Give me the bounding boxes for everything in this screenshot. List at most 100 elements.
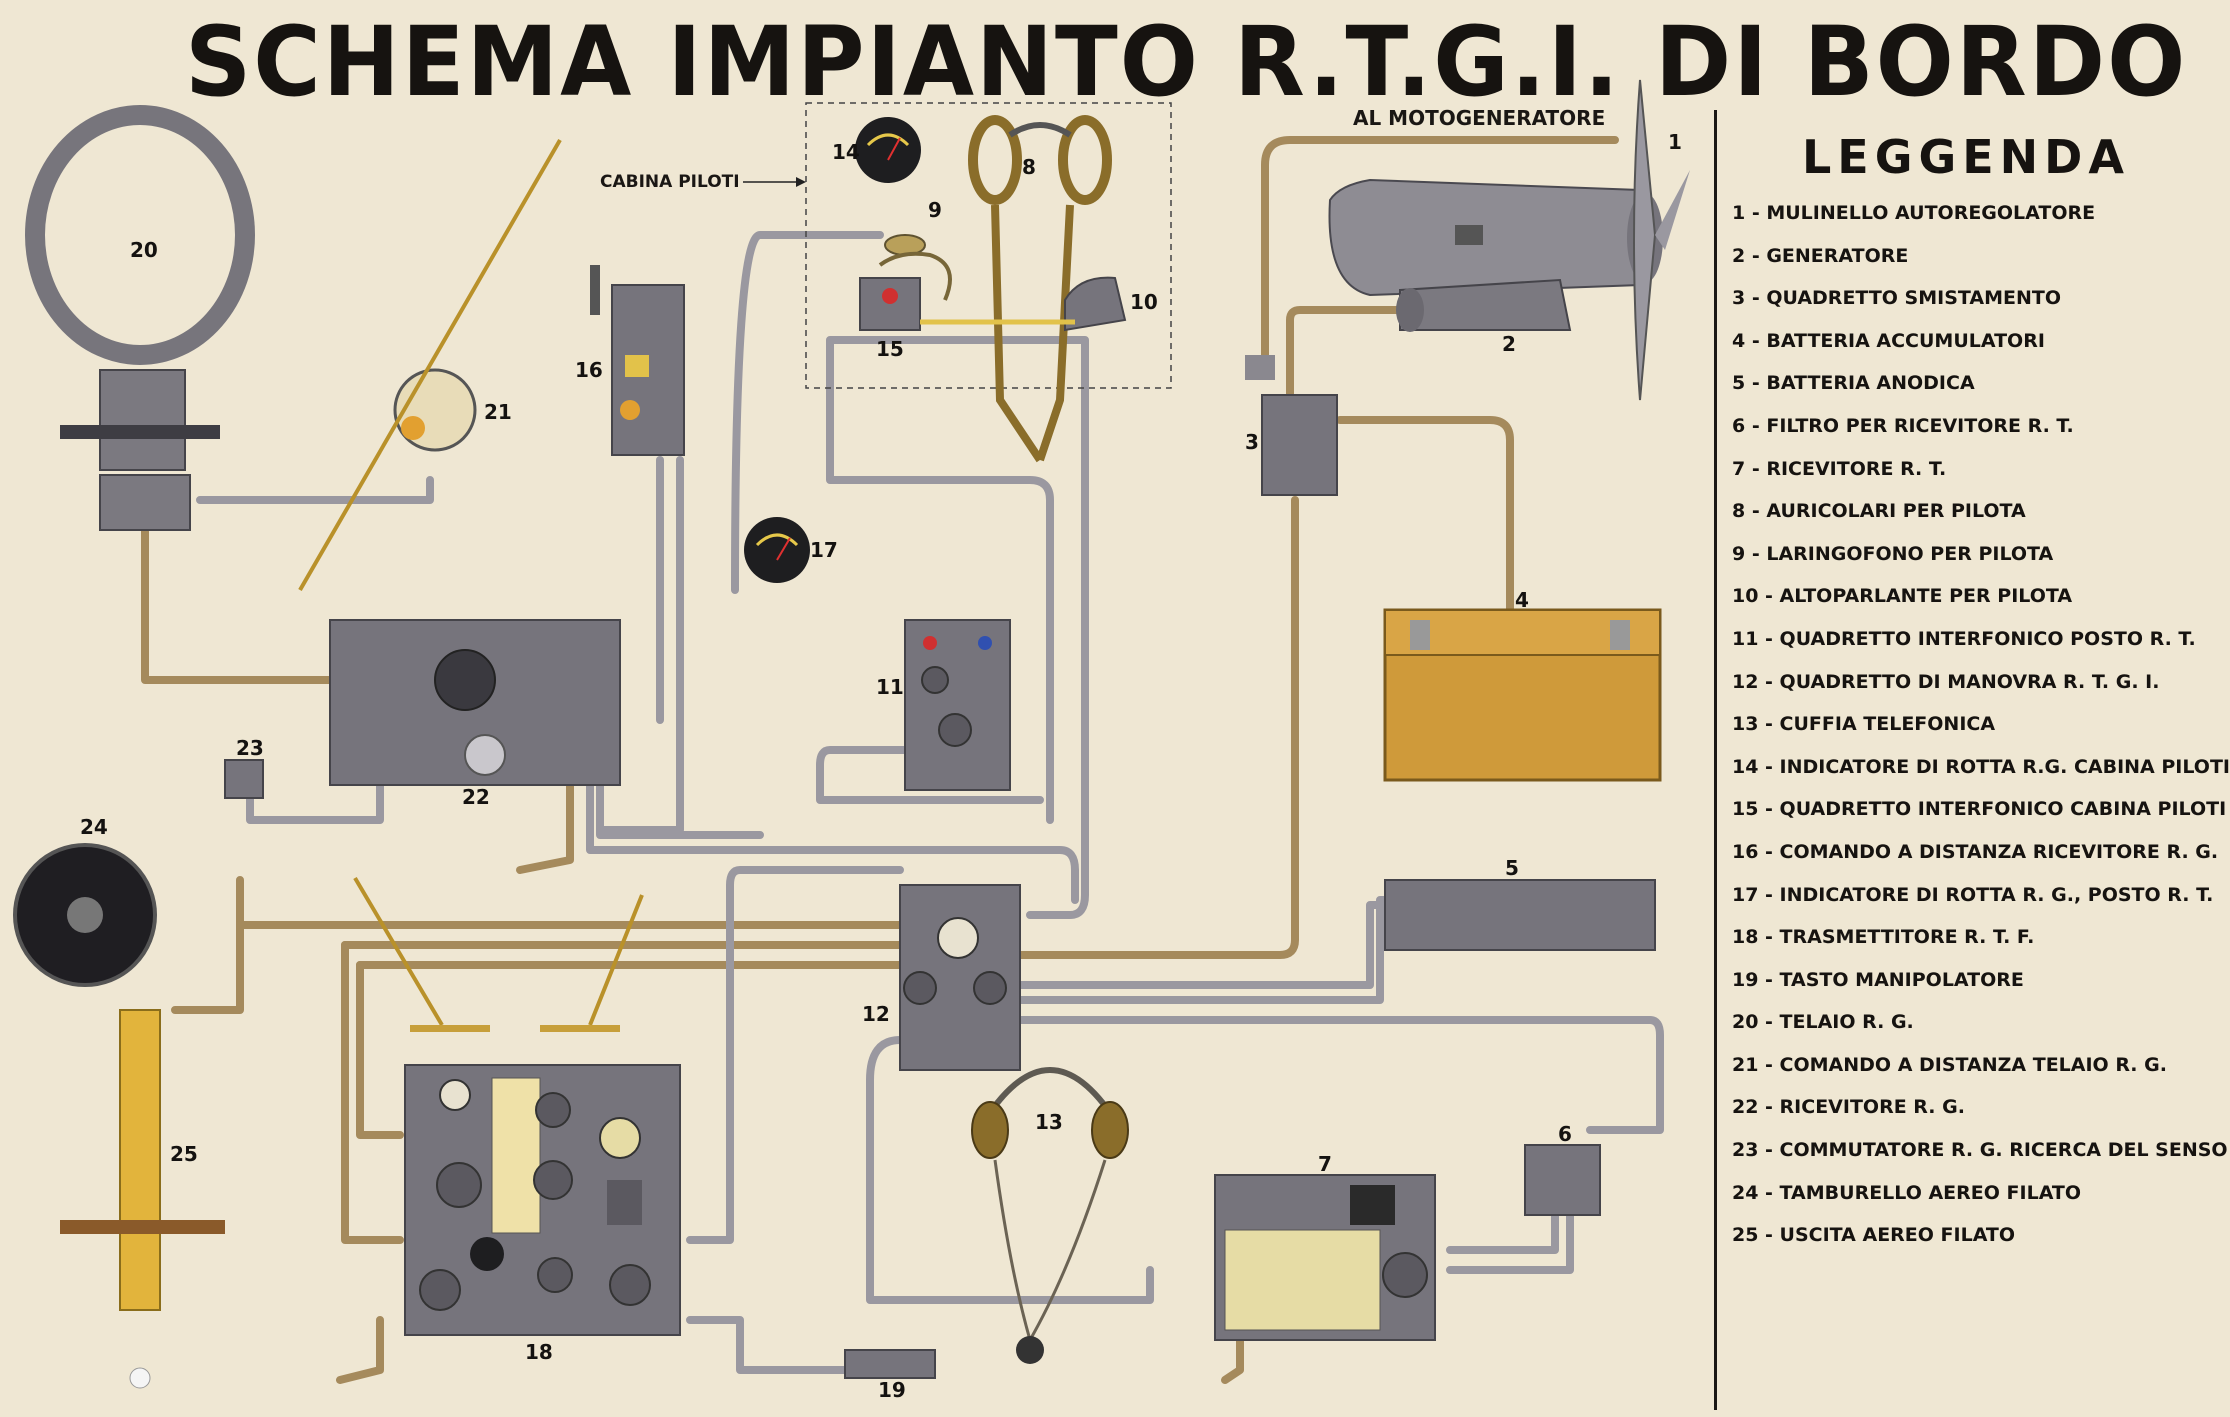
cable-16-12 bbox=[596, 456, 684, 834]
callout-3: 3 bbox=[1245, 430, 1259, 454]
cable-2-3 bbox=[1286, 306, 1404, 399]
page-title: SCHEMA IMPIANTO R.T.G.I. DI BORDO bbox=[185, 6, 2188, 119]
legend-item: 15 - QUADRETTO INTERFONICO CABINA PILOTI bbox=[1732, 798, 2227, 821]
legend-item: 13 - CUFFIA TELEFONICA bbox=[1732, 713, 1996, 736]
legend-item: 12 - QUADRETTO DI MANOVRA R. T. G. I. bbox=[1732, 670, 2160, 693]
tasto-manipolatore bbox=[844, 1349, 936, 1379]
cables bbox=[141, 136, 1664, 1384]
legend-item: 10 - ALTOPARLANTE PER PILOTA bbox=[1732, 585, 2073, 608]
callout-1: 1 bbox=[1668, 130, 1682, 154]
quadretto-interfonico-cabina bbox=[859, 277, 1075, 331]
legend-item: 25 - USCITA AEREO FILATO bbox=[1732, 1224, 2016, 1247]
cable-22-12b bbox=[596, 776, 764, 839]
cable-12-15 bbox=[826, 336, 1089, 919]
legend-item: 5 - BATTERIA ANODICA bbox=[1732, 372, 1975, 395]
laringofono-pilota bbox=[878, 234, 952, 301]
label-cabina-piloti: CABINA PILOTI bbox=[600, 172, 740, 192]
ricevitore-rg bbox=[329, 619, 621, 786]
cable-19-18 bbox=[686, 1316, 854, 1374]
callout-15: 15 bbox=[876, 337, 904, 361]
cable-17-12 bbox=[731, 231, 884, 594]
callout-23: 23 bbox=[236, 736, 264, 760]
indicatore-rotta-rt bbox=[744, 517, 810, 583]
trasmettitore-rtf bbox=[404, 1064, 681, 1336]
batteria-anodica bbox=[1384, 879, 1656, 951]
legend-item: 6 - FILTRO PER RICEVITORE R. T. bbox=[1732, 414, 2074, 437]
callout-4: 4 bbox=[1515, 588, 1529, 612]
mulinello-autoregolatore bbox=[1328, 79, 1690, 401]
callout-5: 5 bbox=[1505, 856, 1519, 880]
comando-distanza-telaio bbox=[393, 368, 477, 452]
uscita-aereo bbox=[60, 1009, 225, 1389]
callout-25: 25 bbox=[170, 1142, 198, 1166]
batteria-accumulatori bbox=[1383, 608, 1662, 782]
quadretto-smistamento bbox=[1261, 394, 1338, 496]
legend-item: 8 - AURICOLARI PER PILOTA bbox=[1732, 500, 2026, 523]
comando-distanza-ricevitore bbox=[590, 265, 685, 456]
cable-24-25 bbox=[171, 876, 244, 1014]
cable-18-bottom bbox=[336, 1316, 384, 1384]
diagram-stage: SCHEMA IMPIANTO R.T.G.I. DI BORDO AL MOT… bbox=[13, 6, 2230, 1410]
cable-21-20 bbox=[196, 476, 434, 504]
cable-20-22 bbox=[141, 516, 334, 684]
legend-item: 3 - QUADRETTO SMISTAMENTO bbox=[1732, 287, 2061, 310]
cabina-piloti-box bbox=[805, 102, 1172, 389]
legend-item: 20 - TELAIO R. G. bbox=[1732, 1011, 1914, 1034]
cable-12-left bbox=[686, 866, 904, 1244]
callout-24: 24 bbox=[80, 815, 108, 839]
legend-item: 17 - INDICATORE DI ROTTA R. G., POSTO R.… bbox=[1732, 883, 2214, 906]
legend-item: 1 - MULINELLO AUTOREGOLATORE bbox=[1732, 202, 2096, 224]
cable-22-bottom bbox=[516, 776, 574, 874]
legend-item: 4 - BATTERIA ACCUMULATORI bbox=[1732, 329, 2045, 352]
legend-item: 2 - GENERATORE bbox=[1732, 244, 1909, 267]
legend-panel: LEGGENDA 1 - MULINELLO AUTOREGOLATORE 2 … bbox=[1714, 110, 2230, 1410]
tamburello-aereo bbox=[13, 843, 157, 987]
callout-21: 21 bbox=[484, 400, 512, 424]
cable-18-left2 bbox=[356, 961, 404, 1139]
label-motogeneratore: AL MOTOGENERATORE bbox=[1353, 106, 1606, 130]
cable-22-12a bbox=[586, 776, 1079, 904]
cable-7-6 bbox=[1446, 1206, 1559, 1254]
cable-3-12 bbox=[1016, 496, 1299, 959]
legend-item: 9 - LARINGOFONO PER PILOTA bbox=[1732, 542, 2054, 565]
quadretto-interfonico-rt bbox=[904, 619, 1011, 791]
callout-19: 19 bbox=[878, 1378, 906, 1402]
callout-2: 2 bbox=[1502, 332, 1516, 356]
callout-10: 10 bbox=[1130, 290, 1158, 314]
legend-item: 18 - TRASMETTITORE R. T. F. bbox=[1732, 926, 2035, 949]
cable-11-12 bbox=[816, 746, 1044, 804]
callout-8: 8 bbox=[1022, 155, 1036, 179]
auricolari-pilota bbox=[968, 115, 1112, 463]
callout-12: 12 bbox=[862, 1002, 890, 1026]
cable-motogen bbox=[1261, 136, 1619, 359]
commutatore-rg bbox=[224, 759, 264, 799]
legend-title: LEGGENDA bbox=[1802, 130, 2130, 184]
indicatore-rotta-cabina bbox=[855, 117, 921, 183]
callout-7: 7 bbox=[1318, 1152, 1332, 1176]
generatore bbox=[1396, 278, 1572, 332]
callout-14: 14 bbox=[832, 140, 860, 164]
filtro-ricevitore bbox=[1524, 1144, 1601, 1216]
ricevitore-rt bbox=[1214, 1174, 1436, 1341]
callout-18: 18 bbox=[525, 1340, 553, 1364]
legend-item: 24 - TAMBURELLO AEREO FILATO bbox=[1732, 1181, 2082, 1204]
callout-6: 6 bbox=[1558, 1122, 1572, 1146]
callout-17: 17 bbox=[810, 538, 838, 562]
antenne-18 bbox=[353, 876, 644, 1032]
legend-item: 14 - INDICATORE DI ROTTA R.G. CABINA PIL… bbox=[1732, 755, 2230, 778]
wiring-diagram bbox=[13, 79, 1690, 1389]
legend-item: 21 - COMANDO A DISTANZA TELAIO R. G. bbox=[1732, 1053, 2167, 1076]
callout-11: 11 bbox=[876, 675, 904, 699]
callout-20: 20 bbox=[130, 238, 158, 262]
altoparlante-pilota bbox=[1064, 276, 1127, 332]
quadretto-manovra bbox=[899, 884, 1021, 1071]
callout-16: 16 bbox=[575, 358, 603, 382]
cuffia-telefonica bbox=[971, 1067, 1129, 1364]
cable-12-7 bbox=[1016, 896, 1389, 1004]
cable-5 bbox=[1016, 901, 1389, 989]
callout-9: 9 bbox=[928, 198, 942, 222]
legend-item: 23 - COMMUTATORE R. G. RICERCA DEL SENSO bbox=[1732, 1139, 2228, 1162]
legend-item: 22 - RICEVITORE R. G. bbox=[1732, 1096, 1965, 1119]
legend-list: 1 - MULINELLO AUTOREGOLATORE 2 - GENERAT… bbox=[1732, 192, 2230, 1257]
cable-12-6 bbox=[1016, 1016, 1664, 1134]
